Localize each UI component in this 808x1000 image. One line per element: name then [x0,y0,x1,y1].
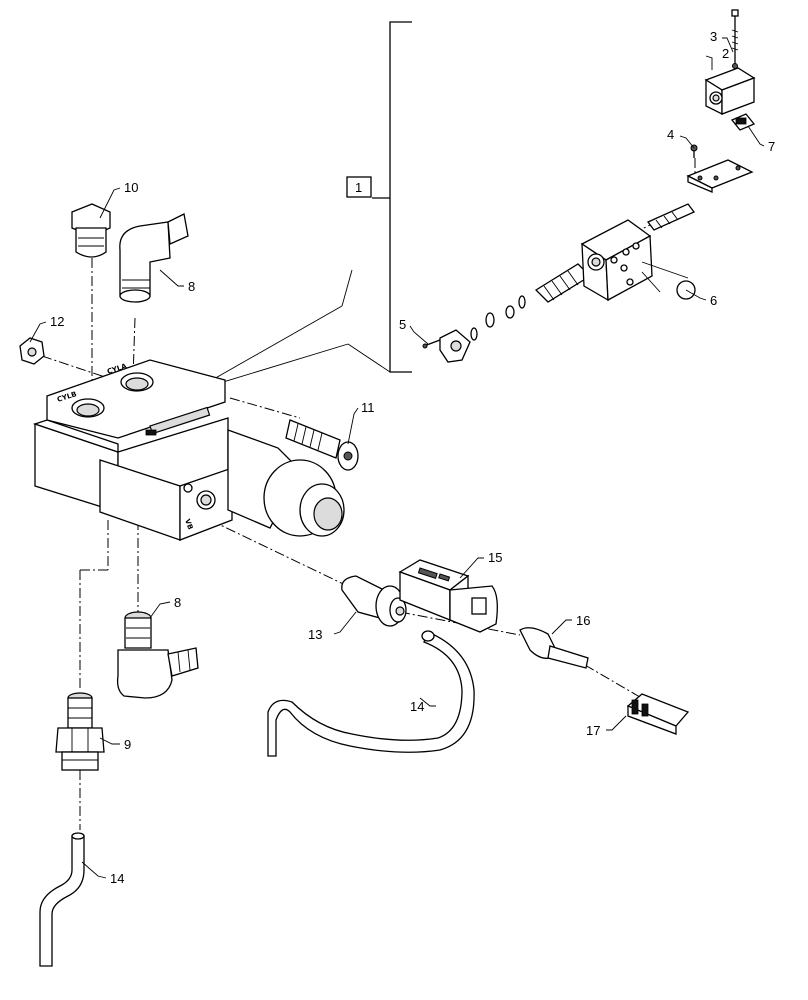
part-17-clip [626,693,690,735]
callout-4: 4 [667,127,674,142]
callout-8-top: 8 [188,279,195,294]
callout-15: 15 [488,550,502,565]
callout-2: 2 [722,46,729,61]
part-14-tube-left [39,832,85,967]
part-8-elbow-bottom [116,611,199,699]
callout-labels: 1 2 3 4 5 6 7 8 8 9 10 11 12 13 14 14 15… [50,29,775,886]
part-12-nut [19,337,45,365]
callout-3: 3 [710,29,717,44]
part-13-fitting [341,575,407,627]
callout-7: 7 [768,139,775,154]
callout-10: 10 [124,180,138,195]
part-14-tube-mid [267,630,475,757]
part-10-plug [71,203,111,258]
callout-11: 11 [361,400,375,415]
callout-1-box [346,176,372,198]
callout-13: 13 [308,627,322,642]
kit-bracket [209,21,412,387]
callout-17: 17 [586,723,600,738]
callout-16: 16 [576,613,590,628]
valve-body: CYLB CYLA VB [32,359,345,541]
callout-6: 6 [710,293,717,308]
part-9-fitting [55,692,105,771]
part-16-pin [519,627,589,669]
callout-1: 1 [355,180,362,195]
port-stamp-vb: VB [183,518,194,531]
part-15-connector [398,559,498,633]
callout-5: 5 [399,317,406,332]
callout-9: 9 [124,737,131,752]
callout-14-mid: 14 [410,699,424,714]
leader-lines [29,37,765,879]
part-11-bolt [285,419,359,471]
callout-8-bottom: 8 [174,595,181,610]
callout-12: 12 [50,314,64,329]
part-8-elbow-top [119,213,189,303]
callout-14-left: 14 [110,871,124,886]
kit-1-components [422,9,756,363]
